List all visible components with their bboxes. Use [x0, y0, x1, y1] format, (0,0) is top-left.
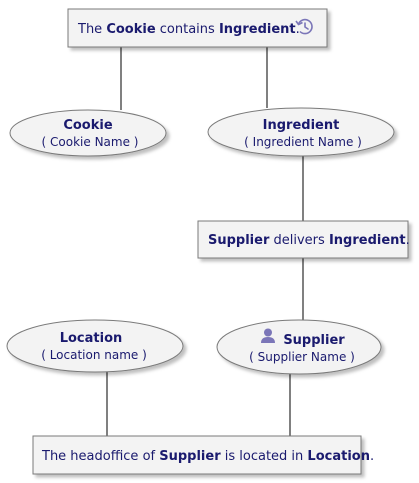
entity-ref-supplier: Supplier: [159, 449, 221, 464]
fact-box: [32, 435, 362, 475]
entity-ref-ingredient: Ingredient: [219, 22, 296, 37]
fact-supplier-delivers-ingredient[interactable]: Supplier delivers Ingredient.: [197, 220, 410, 259]
entity-cookie[interactable]: Cookie ( Cookie Name ): [9, 109, 167, 157]
entity-location[interactable]: Location ( Location name ): [6, 319, 184, 373]
entity-ref-ingredient: Ingredient: [329, 233, 406, 248]
entity-ingredient[interactable]: Ingredient ( Ingredient Name ): [207, 107, 395, 157]
person-icon: [261, 328, 275, 343]
fact-text: Supplier delivers Ingredient.: [208, 233, 410, 248]
entity-identifier: ( Cookie Name ): [42, 135, 139, 149]
entity-name: Location: [60, 331, 123, 346]
fact-text: The headoffice of Supplier is located in…: [41, 449, 374, 464]
fact-box: [197, 220, 409, 259]
fact-supplier-located-in-location[interactable]: The headoffice of Supplier is located in…: [32, 435, 374, 475]
entity-shape: [6, 319, 184, 373]
entity-ref-cookie: Cookie: [106, 22, 156, 37]
entity-ref-supplier: Supplier: [208, 233, 270, 248]
entity-identifier: ( Ingredient Name ): [244, 135, 362, 149]
entity-name: Cookie: [63, 118, 113, 133]
entity-shape: [207, 107, 395, 157]
entity-shape: [9, 109, 167, 157]
entity-name: Ingredient: [263, 118, 340, 133]
fact-box: [67, 8, 328, 48]
entity-ref-location: Location: [307, 449, 370, 464]
entity-shape: [216, 319, 382, 375]
entity-name: Supplier: [283, 333, 345, 348]
fact-cookie-contains-ingredient[interactable]: The Cookie contains Ingredient.: [67, 8, 328, 48]
fact-text: The Cookie contains Ingredient.: [77, 22, 300, 37]
entity-identifier: ( Supplier Name ): [249, 350, 355, 364]
connectors: [106, 47, 304, 436]
entity-supplier[interactable]: Supplier ( Supplier Name ): [216, 319, 382, 375]
history-icon[interactable]: [295, 18, 313, 35]
entity-identifier: ( Location name ): [41, 348, 147, 362]
